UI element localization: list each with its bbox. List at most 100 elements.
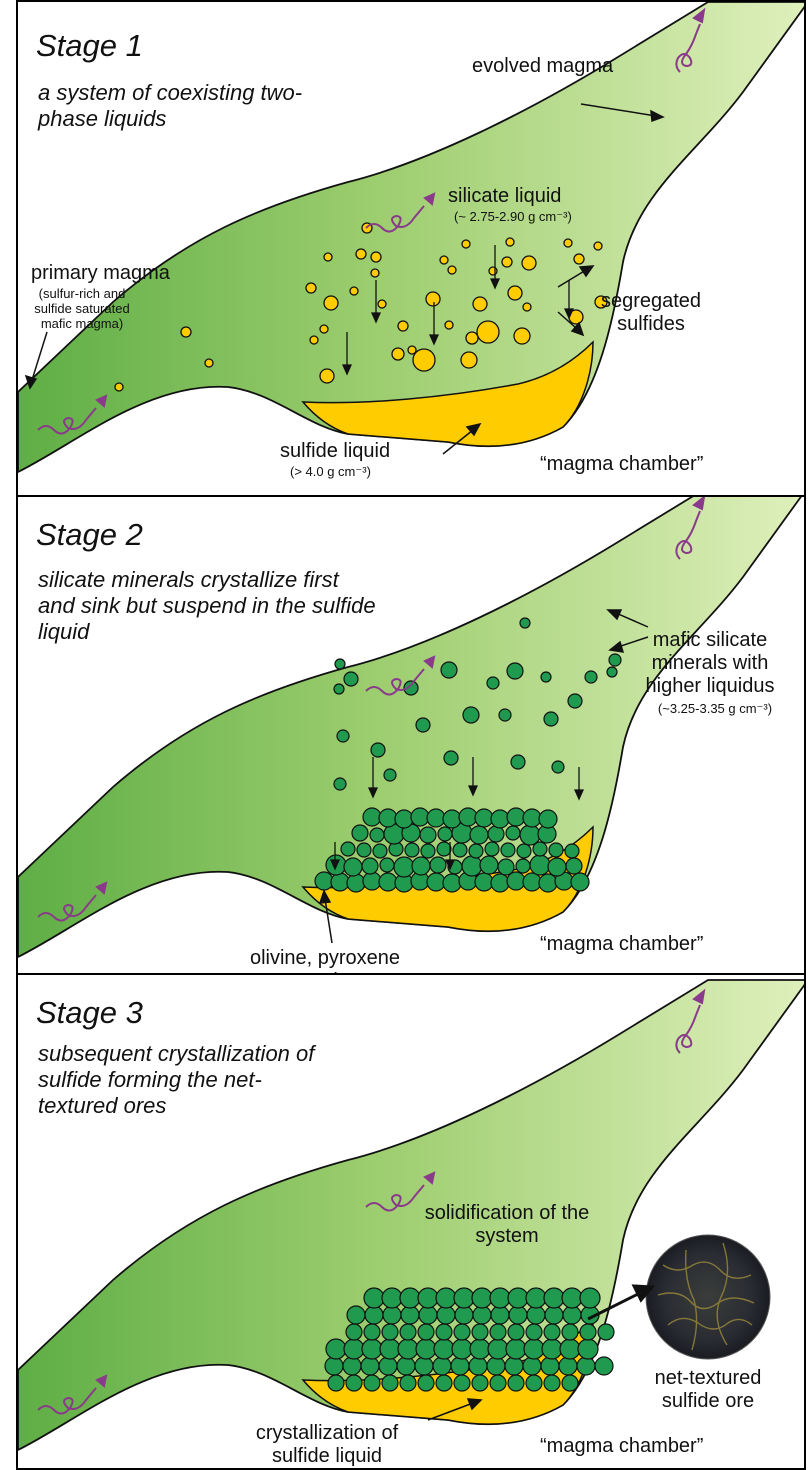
cumulate-crystal <box>491 874 509 892</box>
cumulate-crystal <box>418 1375 434 1391</box>
cumulate-crystal <box>400 1288 420 1308</box>
cumulate-crystal <box>383 1306 401 1324</box>
evolved-magma-label: evolved magma <box>472 55 613 78</box>
sulfide-droplet <box>324 253 332 261</box>
cumulate-crystal <box>364 1324 380 1340</box>
cumulate-crystal <box>488 1339 508 1359</box>
cumulate-crystal <box>509 1306 527 1324</box>
sulfide-droplet <box>473 297 487 311</box>
cumulate-crystal <box>405 843 419 857</box>
suspended-crystal <box>487 677 499 689</box>
sulfide-droplet <box>320 325 328 333</box>
cumulate-crystal <box>480 856 498 874</box>
cumulate-crystal <box>501 843 515 857</box>
suspended-crystal <box>507 663 523 679</box>
cumulate-crystal <box>454 1324 470 1340</box>
cumulate-crystal <box>562 1324 578 1340</box>
cumulate-crystal <box>506 826 520 840</box>
sulfide-droplet <box>461 352 477 368</box>
sulfide-droplet <box>466 332 478 344</box>
stage1-panel: Stage 1 a system of coexisting two-phase… <box>16 0 806 497</box>
cumulate-crystal <box>400 1375 416 1391</box>
cumulate-crystal <box>357 843 371 857</box>
cumulate-crystal <box>523 1357 541 1375</box>
cumulate-crystal <box>365 1306 383 1324</box>
crystallization-label: crystallization of sulfide liquid <box>232 1422 422 1468</box>
sulfide-droplet <box>181 327 191 337</box>
cumulate-crystal <box>544 1324 560 1340</box>
cumulate-crystal <box>526 1288 546 1308</box>
suspended-crystal <box>384 769 396 781</box>
cumulate-crystal <box>352 825 368 841</box>
mafic-density-label: (~3.25-3.35 g cm⁻³) <box>640 701 790 716</box>
cumulate-crystal <box>455 1306 473 1324</box>
cumulate-crystal <box>523 873 541 891</box>
sulfide-droplet <box>398 321 408 331</box>
segregated-sulfides-label: segregated sulfides <box>596 290 706 336</box>
cumulate-crystal <box>530 855 550 875</box>
cumulate-crystal <box>331 873 349 891</box>
cumulate-crystal <box>427 873 445 891</box>
cumulate-crystal <box>549 843 563 857</box>
suspended-crystal <box>585 671 597 683</box>
suspended-crystal <box>463 707 479 723</box>
cumulate-crystal <box>472 1324 488 1340</box>
cumulate-crystal <box>580 1288 600 1308</box>
cumulate-crystal <box>421 844 435 858</box>
cumulate-crystal <box>545 1306 563 1324</box>
suspended-crystal <box>441 662 457 678</box>
cumulate-crystal <box>520 825 540 845</box>
cumulate-crystal <box>361 1357 379 1375</box>
cumulate-crystal <box>326 1339 346 1359</box>
cumulate-crystal <box>544 1288 564 1308</box>
cumulate-crystal <box>539 810 557 828</box>
sulfide-droplet <box>310 336 318 344</box>
cumulate-crystal <box>473 1306 491 1324</box>
cumulate-crystal <box>364 1375 380 1391</box>
cumulate-crystal <box>347 1306 365 1324</box>
stage2-panel: Stage 2 silicate minerals crystallize fi… <box>16 495 806 975</box>
sulfide-liquid-label: sulfide liquid <box>280 440 390 463</box>
suspended-crystal <box>499 709 511 721</box>
cumulate-crystal <box>491 810 509 828</box>
cumulate-crystal <box>427 809 445 827</box>
cumulate-crystal <box>475 809 493 827</box>
suspended-crystal <box>607 667 617 677</box>
sulfide-droplet <box>574 254 584 264</box>
cumulate-crystal <box>454 1288 474 1308</box>
stage1-subtitle: a system of coexisting two-phase liquids <box>38 80 308 132</box>
cumulate-crystal <box>470 826 488 844</box>
cumulate-crystal <box>436 1324 452 1340</box>
cumulate-crystal <box>453 843 467 857</box>
suspended-crystal <box>544 712 558 726</box>
cumulate-crystal <box>363 872 381 890</box>
sulfide-droplet <box>523 303 531 311</box>
cumulate-crystal <box>315 872 333 890</box>
stage3-subtitle: subsequent crystallization of sulfide fo… <box>38 1041 338 1119</box>
cumulate-crystal <box>362 1339 382 1359</box>
cumulate-crystal <box>517 844 531 858</box>
sulfide-droplet <box>115 383 123 391</box>
cumulate-crystal <box>470 1339 490 1359</box>
cumulate-crystal <box>397 1357 415 1375</box>
cumulate-crystal <box>475 873 493 891</box>
sulfide-droplet <box>320 369 334 383</box>
sulfide-droplet <box>445 321 453 329</box>
suspended-crystal <box>552 761 564 773</box>
cumulate-crystal <box>433 1357 451 1375</box>
cumulate-crystal <box>401 1306 419 1324</box>
stage1-title: Stage 1 <box>36 28 143 64</box>
cumulate-crystal <box>418 1288 438 1308</box>
cumulate-crystal <box>498 859 514 875</box>
magma-chamber-label: “magma chamber” <box>540 1435 703 1458</box>
sulfide-droplet <box>426 292 440 306</box>
cumulate-crystal <box>325 1357 343 1375</box>
cumulate-crystal <box>472 1288 492 1308</box>
magma-chamber-label: “magma chamber” <box>540 453 703 476</box>
sulfide-droplet <box>371 252 381 262</box>
sulfide-droplet <box>306 283 316 293</box>
cumulate-crystal <box>507 808 525 826</box>
cumulate-crystal <box>452 1339 472 1359</box>
sulfide-droplet <box>350 287 358 295</box>
cumulate-crystal <box>443 810 461 828</box>
